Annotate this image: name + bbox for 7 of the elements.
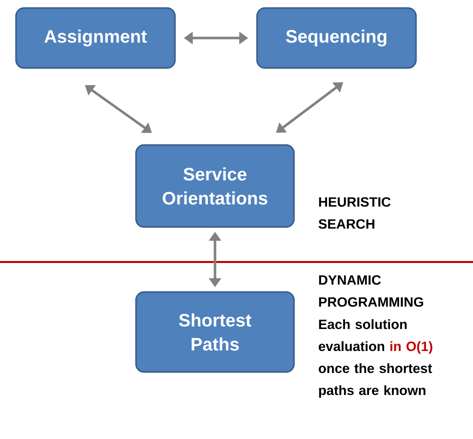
process-box: Assignment [15,7,176,69]
process-box: Shortest Paths [135,291,295,373]
section-label: DYNAMIC PROGRAMMING [319,275,424,307]
process-box: Service Orientations [135,144,295,228]
process-box: Sequencing [256,7,417,69]
note-text: Each solution evaluation in O(1) once the shortest paths are known [318,319,432,398]
section-label: HEURISTIC SEARCH [318,197,391,229]
